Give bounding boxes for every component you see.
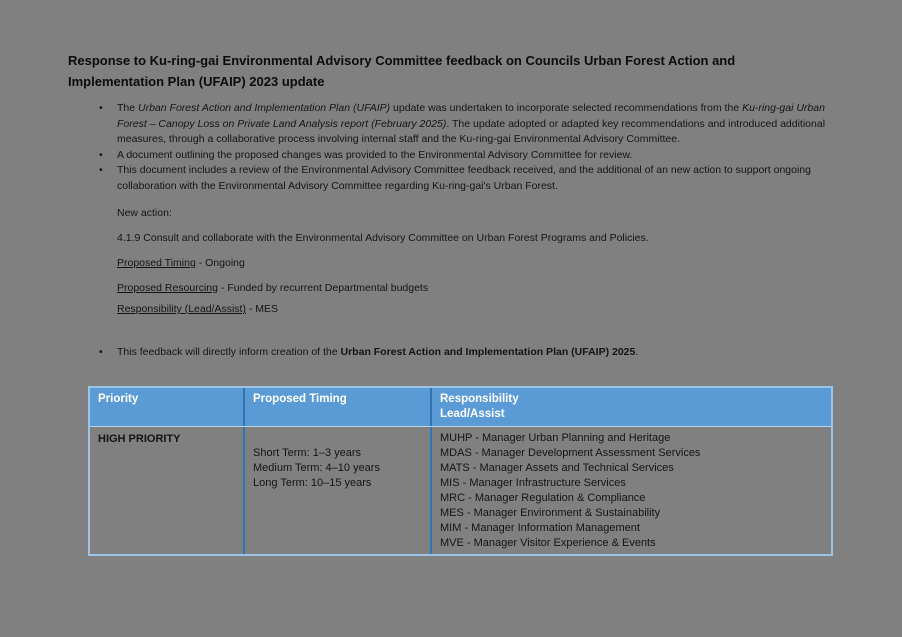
responsibility-line-muhp: MUHP - Manager Urban Planning and Herita… (440, 432, 671, 444)
responsibility-line-mats: MATS - Manager Assets and Technical Serv… (440, 462, 674, 474)
table-header-row: Priority Proposed Timing Responsibility … (90, 388, 831, 427)
table-header-responsibility-line2: Lead/Assist (440, 408, 505, 420)
bullet-text: The (117, 102, 139, 114)
italic-plan-title: Urban Forest Action and Implementation P… (138, 102, 391, 114)
responsibility-label: Responsibility (Lead/Assist) (117, 303, 246, 315)
new-action-heading: New action: (117, 207, 172, 219)
table-cell-responsibility: MUHP - Manager Urban Planning and Herita… (432, 427, 831, 554)
bullet-text: . (635, 346, 639, 358)
responsibility-line-mes: MES - Manager Environment & Sustainabili… (440, 507, 661, 519)
bold-plan-2025: Urban Forest Action and Implementation P… (340, 346, 636, 358)
bullet-text: . The update adopted or adapted key reco… (117, 117, 826, 146)
responsibility-line-mim: MIM - Manager Information Management (440, 522, 640, 534)
timing-line-short: Short Term: 1–3 years (253, 447, 362, 459)
proposed-resourcing-line: Proposed Resourcing - Funded by recurren… (117, 281, 837, 297)
timing-line-medium: Medium Term: 4–10 years (253, 462, 380, 474)
table-cell-priority: HIGH PRIORITY (90, 427, 245, 554)
page-title: Response to Ku-ring-gai Environmental Ad… (68, 53, 736, 89)
responsibility-lines: MUHP - Manager Urban Planning and Herita… (440, 431, 823, 551)
table-header-responsibility-line1: Responsibility (440, 393, 519, 405)
bullet-item-ufaip-update: The Urban Forest Action and Implementati… (90, 101, 848, 148)
responsibility-line: Responsibility (Lead/Assist) - MES (117, 302, 837, 318)
table-cell-timing: Short Term: 1–3 years Medium Term: 4–10 … (245, 427, 432, 554)
priority-value: HIGH PRIORITY (98, 433, 181, 445)
proposed-timing-line: Proposed Timing - Ongoing (117, 256, 837, 272)
timing-lines: Short Term: 1–3 years Medium Term: 4–10 … (253, 446, 422, 491)
bullet-item-document-review: A document outlining the proposed change… (90, 148, 848, 164)
bullet-text: update was undertaken to incorporate sel… (390, 102, 743, 114)
responsibility-line-mis: MIS - Manager Infrastructure Services (440, 477, 626, 489)
closing-bullet-item: This feedback will directly inform creat… (90, 345, 848, 361)
new-action-item: 4.1.9 Consult and collaborate with the E… (117, 232, 649, 244)
proposed-resourcing-value: - Funded by recurrent Departmental budge… (217, 282, 429, 294)
table-body-row: HIGH PRIORITY Short Term: 1–3 years Medi… (90, 427, 831, 554)
table-header-responsibility: Responsibility Lead/Assist (432, 388, 831, 426)
table-header-proposed-timing: Proposed Timing (245, 388, 432, 426)
intro-bullet-list: The Urban Forest Action and Implementati… (90, 101, 848, 195)
responsibility-line-mdas: MDAS - Manager Development Assessment Se… (440, 447, 701, 459)
responsibility-value: - MES (245, 303, 279, 315)
proposed-timing-value: - Ongoing (195, 257, 245, 269)
proposed-timing-label: Proposed Timing (117, 257, 196, 269)
priority-table: Priority Proposed Timing Responsibility … (88, 386, 833, 556)
proposed-resourcing-label: Proposed Resourcing (117, 282, 218, 294)
bullet-item-feedback-review: This document includes a review of the E… (90, 163, 848, 194)
responsibility-line-mrc: MRC - Manager Regulation & Compliance (440, 492, 646, 504)
table-header-priority: Priority (90, 388, 245, 426)
responsibility-line-mve: MVE - Manager Visitor Experience & Event… (440, 537, 656, 549)
bullet-text: This feedback will directly inform creat… (117, 346, 341, 358)
italic-report-title: Ku-ring-gai Urban Forest – Canopy Loss o… (117, 102, 825, 130)
timing-line-long: Long Term: 10–15 years (253, 477, 372, 489)
